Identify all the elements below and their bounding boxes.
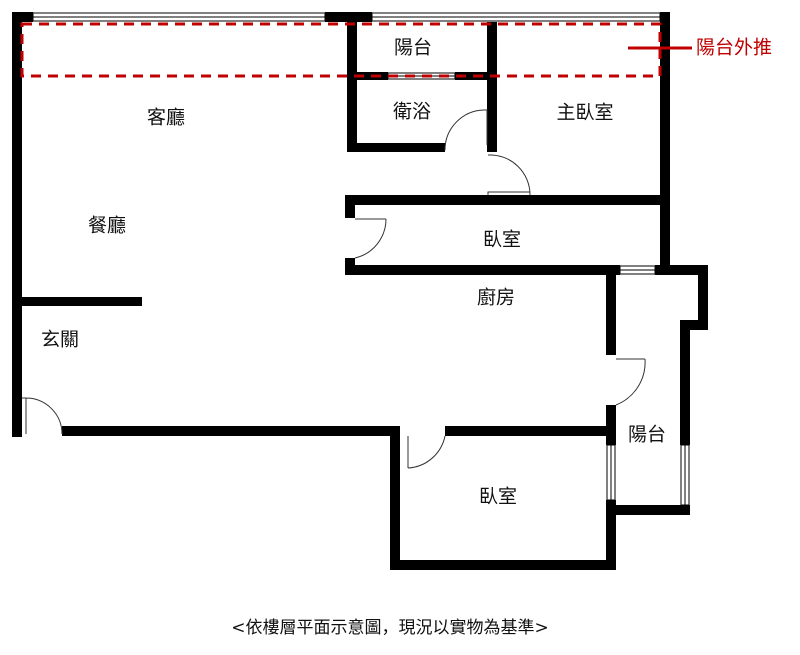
room-label-living-room: 客廳 (147, 107, 185, 129)
room-label-kitchen: 廚房 (477, 286, 515, 309)
walls (12, 12, 708, 570)
room-label-balcony-top: 陽台 (394, 37, 432, 59)
balcony-extension-label: 陽台外推 (696, 37, 772, 59)
room-label-bedroom-bottom: 臥室 (479, 486, 517, 508)
room-label-bathroom: 衛浴 (393, 101, 431, 123)
room-label-bedroom-middle: 臥室 (483, 229, 521, 251)
balcony-extension-outline (20, 22, 692, 78)
doors (22, 109, 646, 469)
windows (32, 12, 690, 506)
room-label-entrance: 玄關 (41, 329, 79, 351)
room-label-master-bedroom: 主臥室 (556, 102, 613, 124)
caption: <依樓層平面示意圖，現況以實物為基準> (231, 618, 549, 638)
room-label-balcony-side: 陽台 (628, 424, 666, 446)
room-label-dining-room: 餐廳 (88, 215, 126, 237)
